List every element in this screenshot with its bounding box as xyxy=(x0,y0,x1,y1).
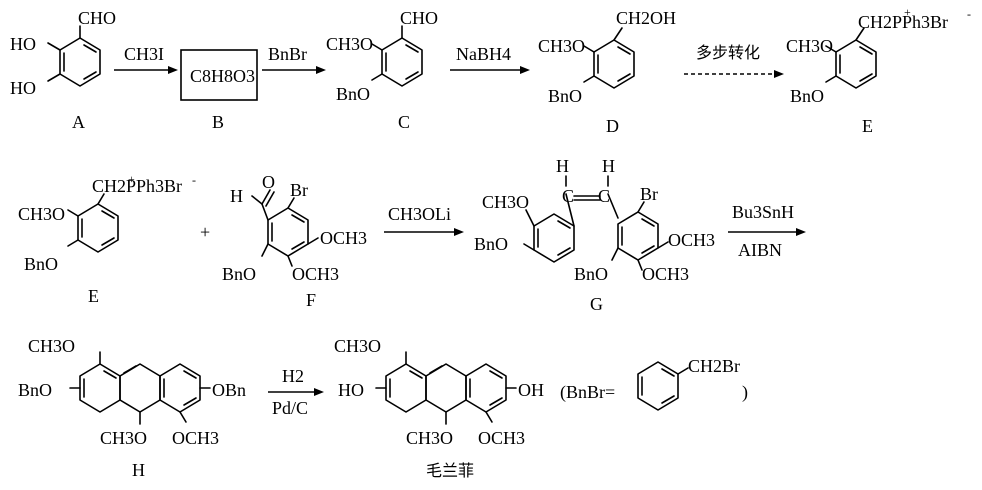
g-vinyl-c2: C xyxy=(598,186,610,206)
e-bottom-minus: - xyxy=(192,173,196,187)
e-top-obn: BnO xyxy=(790,86,824,106)
bnbr-ch2br: CH2Br xyxy=(688,356,740,376)
label-a: A xyxy=(72,112,85,132)
reagent-ch3oli: CH3OLi xyxy=(388,204,451,224)
e-top-plus: + xyxy=(904,5,911,19)
g-och3-bottom: OCH3 xyxy=(642,264,689,284)
g-och3: CH3O xyxy=(482,192,529,212)
e-bottom-plus: + xyxy=(128,172,135,186)
reagent-ch3i: CH3I xyxy=(124,44,164,64)
f-br: Br xyxy=(290,180,308,200)
e-top-och3: CH3O xyxy=(786,36,833,56)
label-product: 毛兰菲 xyxy=(426,461,474,480)
label-c: C xyxy=(398,112,410,132)
f-obn: BnO xyxy=(222,264,256,284)
compound-c: CHO CH3O BnO C xyxy=(326,8,438,132)
p-ho: HO xyxy=(338,380,364,400)
compound-e-top: CH2PPh3Br + - CH3O BnO E xyxy=(786,5,971,136)
h-och3-top: CH3O xyxy=(28,336,75,356)
h-obn-right: OBn xyxy=(212,380,246,400)
h-och3-bottom: CH3O xyxy=(100,428,147,448)
label-g: G xyxy=(590,294,603,314)
compound-d: CH2OH CH3O BnO D xyxy=(538,8,676,136)
f-o: O xyxy=(262,172,275,192)
bnbr-prefix: (BnBr= xyxy=(560,382,615,403)
d-och3: CH3O xyxy=(538,36,585,56)
d-obn: BnO xyxy=(548,86,582,106)
g-obn-left: BnO xyxy=(474,234,508,254)
e-bottom-salt: CH2PPh3Br xyxy=(92,176,182,196)
arrow-multistep: 多步转化 xyxy=(684,43,784,78)
p-och3-top: CH3O xyxy=(334,336,381,356)
h-obn-left: BnO xyxy=(18,380,52,400)
arrow-ch3i: CH3I xyxy=(114,44,178,74)
b-formula: C8H8O3 xyxy=(190,66,255,86)
compound-b-box: C8H8O3 B xyxy=(180,49,258,132)
reagent-aibn: AIBN xyxy=(738,240,782,260)
e-bottom-obn: BnO xyxy=(24,254,58,274)
reagent-multistep: 多步转化 xyxy=(696,43,760,62)
arrow-bu3snh: Bu3SnH AIBN xyxy=(728,202,806,260)
c-och3: CH3O xyxy=(326,34,373,54)
arrow-nabh4: NaBH4 xyxy=(450,44,530,74)
compound-h: CH3O BnO OBn CH3O OCH3 H xyxy=(18,336,246,480)
g-obn-right: BnO xyxy=(574,264,608,284)
a-ho-bottom: HO xyxy=(10,78,36,98)
e-bottom-och3: CH3O xyxy=(18,204,65,224)
arrow-ch3oli: CH3OLi xyxy=(384,204,464,236)
compound-g: H H C C Br CH3O BnO OCH3 BnO OCH3 G xyxy=(474,156,715,314)
c-cho: CHO xyxy=(400,8,438,28)
compound-e-bottom: CH2PPh3Br + - CH3O BnO E xyxy=(18,172,196,306)
label-e-top: E xyxy=(862,116,873,136)
compound-product: CH3O HO OH CH3O OCH3 毛兰菲 xyxy=(334,336,544,480)
reagent-bnbr: BnBr xyxy=(268,44,307,64)
f-och3-1: OCH3 xyxy=(320,228,367,248)
arrow-bnbr: BnBr xyxy=(262,44,326,74)
compound-a: CHO HO HO A xyxy=(10,8,116,132)
e-top-salt: CH2PPh3Br xyxy=(858,12,948,32)
g-vinyl-c1: C xyxy=(562,186,574,206)
reagent-h2: H2 xyxy=(282,366,304,386)
a-ho-top: HO xyxy=(10,34,36,54)
p-oh: OH xyxy=(518,380,544,400)
arrow-h2: H2 Pd/C xyxy=(268,366,324,418)
label-d: D xyxy=(606,116,619,136)
a-cho: CHO xyxy=(78,8,116,28)
g-och3-right: OCH3 xyxy=(668,230,715,250)
e-top-minus: - xyxy=(967,7,971,21)
reagent-bu3snh: Bu3SnH xyxy=(732,202,794,222)
reagent-nabh4: NaBH4 xyxy=(456,44,511,64)
g-h-left: H xyxy=(556,156,569,176)
f-h: H xyxy=(230,186,243,206)
reagent-pdc: Pd/C xyxy=(272,398,308,418)
label-f: F xyxy=(306,290,316,310)
plus-sign: + xyxy=(200,222,210,242)
label-h: H xyxy=(132,460,145,480)
h-och3-bottom-right: OCH3 xyxy=(172,428,219,448)
g-h-right: H xyxy=(602,156,615,176)
d-ch2oh: CH2OH xyxy=(616,8,676,28)
bnbr-note: (BnBr= CH2Br ) xyxy=(560,356,748,411)
bnbr-suffix: ) xyxy=(742,382,748,403)
p-och3-bottom: CH3O xyxy=(406,428,453,448)
f-och3-2: OCH3 xyxy=(292,264,339,284)
label-e-bottom: E xyxy=(88,286,99,306)
p-och3-bottom-right: OCH3 xyxy=(478,428,525,448)
label-b: B xyxy=(212,112,224,132)
g-br: Br xyxy=(640,184,658,204)
c-obn: BnO xyxy=(336,84,370,104)
compound-f: H O Br OCH3 OCH3 BnO F xyxy=(222,172,367,310)
